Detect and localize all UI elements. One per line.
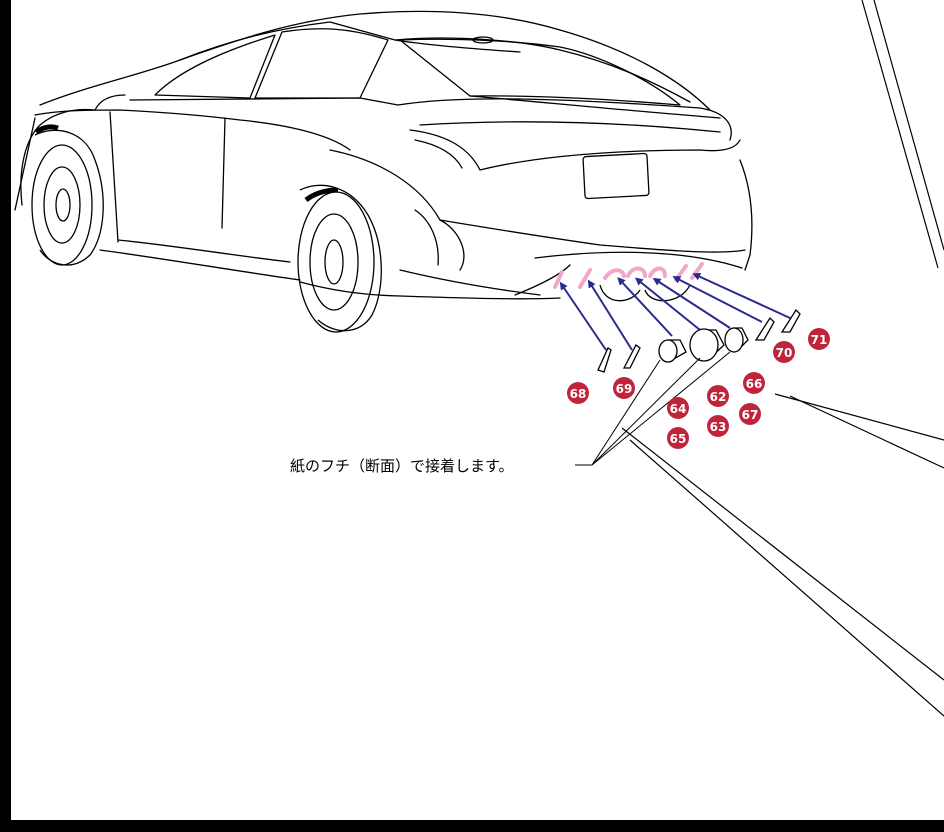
part-69-shape (622, 344, 641, 369)
svg-text:70: 70 (776, 346, 793, 360)
badge-66[interactable]: 66 (743, 372, 765, 394)
guide-lines (621, 0, 944, 717)
glue-edge-note: 紙のフチ（断面）で接着します。 (290, 457, 514, 475)
badge-62[interactable]: 62 (707, 385, 729, 407)
badge-63[interactable]: 63 (707, 415, 729, 437)
badge-65[interactable]: 65 (667, 427, 689, 449)
badge-67[interactable]: 67 (739, 403, 761, 425)
car-outline (14, 10, 753, 300)
exhaust-tip-parts (658, 327, 749, 363)
page-border-left-inner (10, 0, 15, 832)
svg-text:69: 69 (616, 382, 633, 396)
loose-parts (597, 308, 801, 373)
svg-text:66: 66 (746, 377, 763, 391)
placement-highlights (553, 262, 704, 289)
rear-wheel (297, 184, 382, 333)
badge-64[interactable]: 64 (667, 397, 689, 419)
part-70-shape (754, 316, 775, 341)
svg-text:62: 62 (710, 390, 727, 404)
badge-68[interactable]: 68 (567, 382, 589, 404)
svg-text:67: 67 (742, 408, 759, 422)
exhaust-opening (599, 284, 691, 302)
part-71-shape (780, 308, 801, 333)
page-border-left (0, 0, 10, 832)
front-wheel (31, 124, 104, 266)
note-leader-lines (575, 351, 731, 466)
badge-70[interactable]: 70 (773, 341, 795, 363)
svg-text:64: 64 (670, 402, 687, 416)
page-border-bottom (0, 820, 944, 832)
placement-arrows (559, 273, 791, 351)
part-68-shape (597, 347, 612, 373)
svg-text:68: 68 (570, 387, 587, 401)
badge-71[interactable]: 71 (808, 328, 830, 350)
svg-text:71: 71 (811, 333, 828, 347)
svg-text:65: 65 (670, 432, 687, 446)
svg-text:63: 63 (710, 420, 727, 434)
badge-69[interactable]: 69 (613, 377, 635, 399)
part-number-badges[interactable]: 68 69 64 65 62 63 (567, 328, 830, 449)
